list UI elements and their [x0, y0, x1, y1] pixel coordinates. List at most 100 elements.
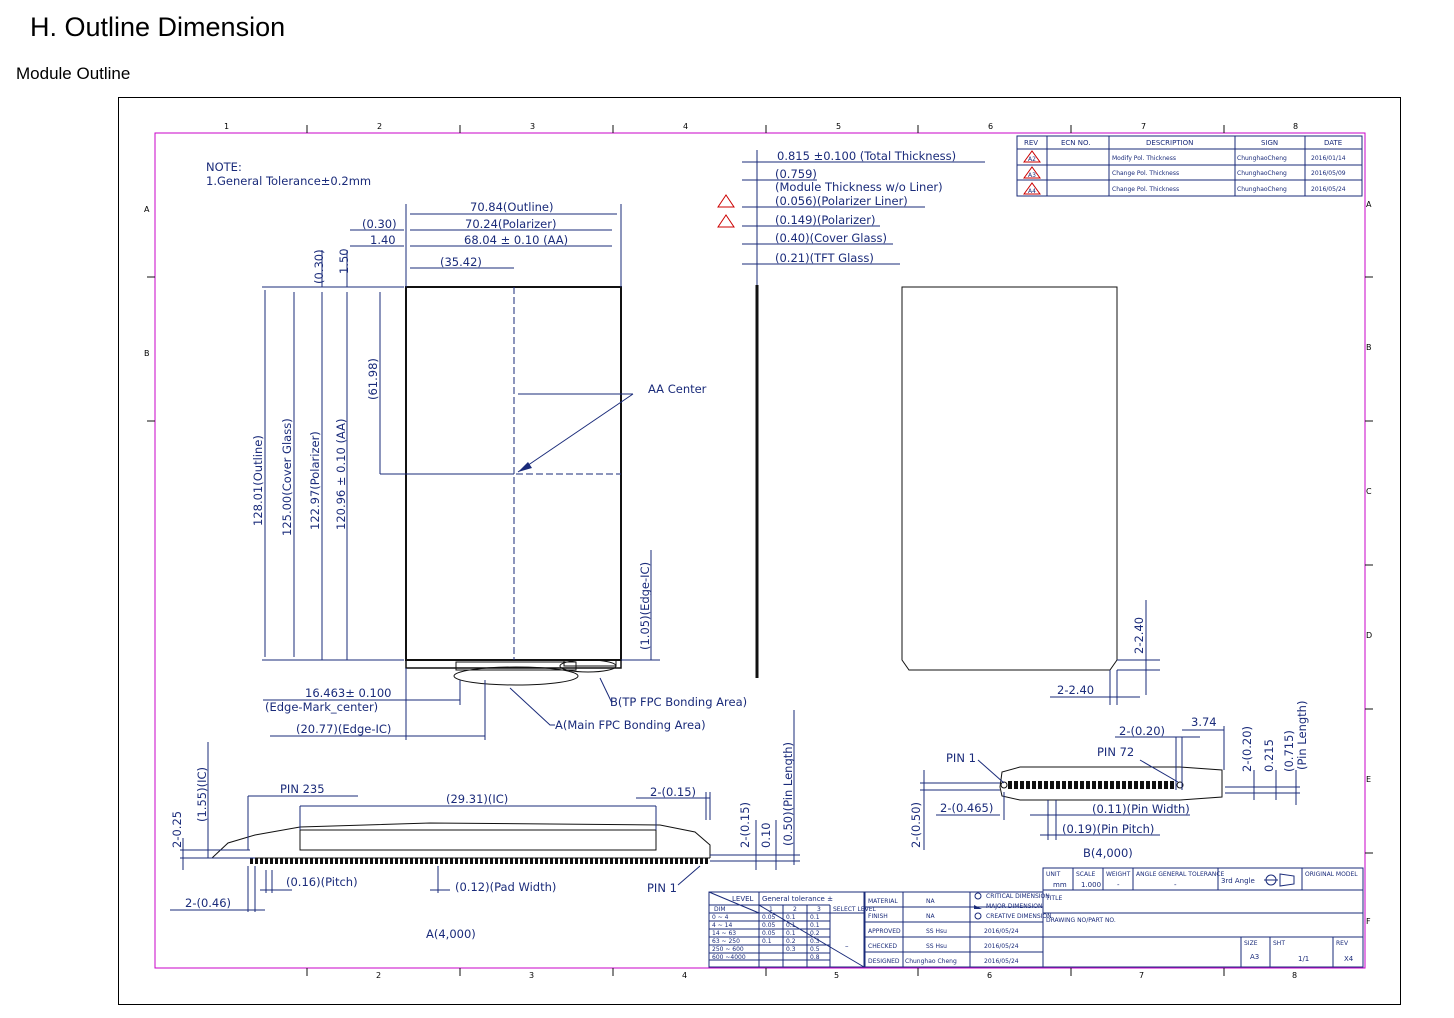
rev-header-date: DATE — [1324, 139, 1342, 147]
tolerance-value: 0.1 — [810, 914, 820, 921]
front-view: 70.84(Outline) 70.24(Polarizer) 68.04 ± … — [251, 200, 747, 740]
rev-header-sign: SIGN — [1261, 139, 1278, 147]
dim-outline-width: 70.84(Outline) — [470, 200, 554, 214]
grid-ticks — [147, 125, 1373, 976]
grid-rrow-c: C — [1366, 487, 1372, 496]
tolerance-value: 0.5 — [810, 946, 820, 953]
detail-a-dim-2015: 2-(0.15) — [738, 802, 752, 848]
dim-half-width: (35.42) — [440, 255, 482, 269]
approval-label: DESIGNED — [868, 958, 900, 965]
grid-col-7: 7 — [1141, 122, 1146, 131]
rev-a4-icon — [1023, 182, 1041, 195]
tb-orig-model: ORIGINAL MODEL — [1305, 871, 1358, 878]
grid-bcol-3: 3 — [529, 971, 534, 980]
tolerance-range: 14 ~ 63 — [712, 930, 736, 937]
tb-title-label: TITLE — [1045, 895, 1062, 902]
tolerance-value: 0.05 — [762, 930, 776, 937]
grid-col-3: 3 — [530, 122, 535, 131]
detail-b-dim-lines — [920, 726, 1300, 850]
tolerance-range: 250 ~ 600 — [712, 946, 744, 953]
critical-dimension-icon — [974, 892, 982, 900]
aa-center-label: AA Center — [648, 382, 707, 396]
detail-b-dim-0715: (0.715) — [1282, 730, 1296, 772]
grid-row-b: B — [144, 349, 150, 358]
note-heading: NOTE: — [206, 160, 242, 174]
tb-angle-label: ANGLE GENERAL TOLERANCE — [1136, 871, 1225, 878]
fpc-ledge — [405, 660, 622, 669]
approval-date: 2016/05/24 — [984, 958, 1019, 965]
grid-row-a: A — [144, 205, 150, 214]
tolerance-value: 0.1 — [786, 930, 796, 937]
detail-b-dim-374: 3.74 — [1191, 715, 1217, 729]
revision-table: REV ECN NO. DESCRIPTION SIGN DATE A2 Mod… — [1016, 135, 1363, 197]
detail-a-pad-width: (0.12)(Pad Width) — [455, 880, 556, 894]
detail-b-dim-0215: 0.215 — [1262, 739, 1276, 772]
grid-bcol-6: 6 — [987, 971, 992, 980]
rev-a2-desc: Modify Pol. Thickness — [1112, 155, 1176, 162]
detail-b-pin1-mark — [1000, 781, 1008, 789]
rev-a3-sign: ChunghaoCheng — [1237, 170, 1287, 177]
dim-polarizer-width: 70.24(Polarizer) — [465, 217, 556, 231]
tolerance-value: 0.3 — [786, 946, 796, 953]
detail-b-body — [999, 766, 1223, 801]
revision-table-grid — [1017, 136, 1362, 196]
tolerance-select: SELECT LEVEL — [833, 906, 877, 913]
grid-col-6: 6 — [988, 122, 993, 131]
dim-edge-ic-height: (1.05)(Edge-IC) — [638, 562, 652, 650]
dim-left-140: 1.40 — [370, 233, 396, 247]
rev-a2-icon — [1023, 150, 1041, 163]
tolerance-range: 63 ~ 250 — [712, 938, 740, 945]
approval-name: NA — [926, 913, 935, 920]
grid-labels: 1 2 3 4 5 6 7 8 2 3 4 5 6 7 8 A B A B C … — [144, 122, 1372, 980]
detail-b-pin-width: (0.11)(Pin Width) — [1092, 802, 1190, 816]
tb-sht: 1/1 — [1298, 955, 1309, 963]
approval-label: CHECKED — [868, 943, 897, 950]
dim-corner-h: 2-2.40 — [1057, 683, 1094, 697]
tb-size: A3 — [1250, 953, 1259, 961]
rev-a3-desc: Change Pol. Thickness — [1112, 170, 1179, 177]
grid-bcol-7: 7 — [1139, 971, 1144, 980]
detail-b-dim-0465: 2-(0.465) — [940, 801, 993, 815]
drawing-frame — [118, 97, 1401, 1005]
legend-creative: CREATIVE DIMENSION — [986, 913, 1052, 920]
dim-polarizer: (0.149)(Polarizer) — [775, 213, 875, 227]
detail-a-ic-height: (1.55)(IC) — [195, 767, 209, 822]
approval-label: APPROVED — [868, 928, 901, 935]
note-tolerance: 1.General Tolerance±0.2mm — [206, 174, 371, 188]
detail-a-dim-lines — [170, 710, 800, 912]
grid-bcol-2: 2 — [376, 971, 381, 980]
legend-major: MAJOR DIMENSION — [986, 903, 1042, 910]
rev-header-ecn: ECN NO. — [1061, 139, 1090, 147]
grid-col-1: 1 — [224, 122, 229, 131]
dim-half-height: (61.98) — [366, 358, 380, 400]
grid-rrow-a: A — [1366, 200, 1372, 209]
rev-triangle-icon — [717, 214, 735, 228]
dim-top-150: 1.50 — [337, 248, 351, 274]
tb-size-label: SIZE — [1244, 940, 1258, 947]
tolerance-grid — [708, 891, 865, 968]
detail-b-pin1: PIN 1 — [946, 751, 976, 765]
grid-col-2: 2 — [377, 122, 382, 131]
detail-a-ic-width: (29.31)(IC) — [446, 792, 508, 806]
detail-a: PIN 235 (29.31)(IC) 2-(0.15) (1.55)(IC) … — [170, 710, 800, 941]
rev-a4-desc: Change Pol. Thickness — [1112, 186, 1179, 193]
detail-b-pin72: PIN 72 — [1097, 745, 1134, 759]
tolerance-title: General tolerance ± — [762, 895, 833, 903]
rev-a3-icon — [1023, 166, 1041, 179]
detail-b-scale: B(4,000) — [1083, 846, 1133, 860]
detail-b-pin-pitch: (0.19)(Pin Pitch) — [1062, 822, 1154, 836]
tb-unit: mm — [1053, 881, 1067, 889]
tp-fpc-label: B(TP FPC Bonding Area) — [610, 695, 747, 709]
tb-rev: X4 — [1344, 955, 1354, 963]
tb-projection: 3rd Angle — [1221, 877, 1255, 885]
detail-b: PIN 1 PIN 72 2-(0.20) 3.74 2-(0.20) 0.21… — [909, 701, 1309, 860]
tolerance-range: 4 ~ 14 — [712, 922, 732, 929]
tb-unit-label: UNIT — [1046, 871, 1061, 878]
grid-rrow-f: F — [1366, 917, 1371, 926]
tb-rev-label: REV — [1336, 940, 1349, 947]
grid-bcol-5: 5 — [834, 971, 839, 980]
